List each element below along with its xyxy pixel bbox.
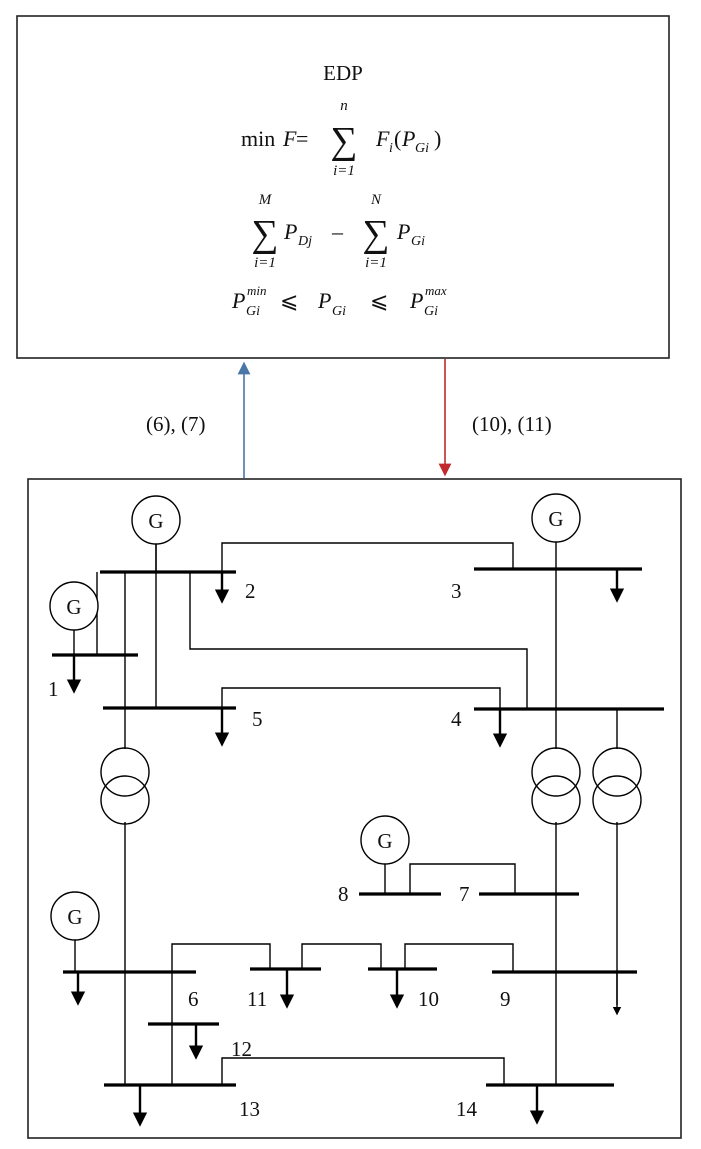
grid-box: [27, 478, 682, 1139]
bus-label-11: 11: [247, 987, 267, 1011]
objective-sum-sign: ∑: [330, 120, 357, 162]
limits-min-sub: Gi: [246, 304, 260, 319]
limits-P-min: P: [231, 288, 245, 313]
limits-leq-1: ⩽: [280, 288, 298, 313]
transformer-5-6-upper: [100, 747, 150, 797]
objective-Fi: F: [375, 126, 390, 151]
balance-sum1-sign: ∑: [251, 213, 278, 255]
arrow-up-label: (6), (7): [146, 412, 205, 436]
generators: G G G G G: [49, 493, 581, 941]
bus-labels: 1 2 3 4 5 6 7 8 9 10 11 12 13 14: [48, 579, 511, 1121]
balance-P1-sub: Dj: [297, 234, 312, 249]
bus-label-8: 8: [338, 882, 349, 906]
generator-bus-8: G: [360, 815, 410, 865]
generator-bus-2: G: [131, 495, 181, 545]
generator-label: G: [66, 595, 81, 619]
bus-label-6: 6: [188, 987, 199, 1011]
branch-lines: [73, 540, 618, 1085]
objective-sum-upper: n: [340, 98, 348, 114]
objective-P: P: [401, 126, 415, 151]
edp-limits: P min Gi ⩽ P Gi ⩽ P max Gi: [231, 283, 447, 319]
edp-title: EDP: [323, 61, 363, 85]
bus-label-9: 9: [500, 987, 511, 1011]
balance-minus: –: [331, 219, 344, 244]
generator-label: G: [148, 509, 163, 533]
bus-label-7: 7: [459, 882, 470, 906]
limits-mid-sub: Gi: [332, 304, 346, 319]
edp-objective: min F = n ∑ i=1 F i ( P Gi ): [241, 98, 441, 179]
objective-eq: =: [296, 126, 308, 151]
objective-Fi-sub: i: [389, 141, 393, 156]
bus-label-14: 14: [456, 1097, 478, 1121]
balance-sum1-upper: M: [258, 192, 273, 208]
transformer-4-7-upper: [592, 747, 642, 797]
generator-label: G: [377, 829, 392, 853]
balance-P2-sub: Gi: [411, 234, 425, 249]
bus-label-5: 5: [252, 707, 263, 731]
balance-sum2-upper: N: [370, 192, 382, 208]
objective-sum-lower: i=1: [333, 163, 355, 179]
generator-bus-1: G: [49, 581, 99, 631]
objective-paren-open: (: [394, 126, 401, 151]
objective-min: min: [241, 126, 275, 151]
generator-label: G: [67, 905, 82, 929]
limits-max-sub: Gi: [424, 304, 438, 319]
transformer-4-9-upper: [531, 747, 581, 797]
bus-label-1: 1: [48, 677, 59, 701]
generator-bus-6: G: [50, 891, 100, 941]
bus-label-3: 3: [451, 579, 462, 603]
transformer-4-7-lower: [592, 775, 642, 825]
limits-min-sup: min: [247, 283, 267, 298]
objective-F: F: [282, 126, 297, 151]
bus-label-12: 12: [231, 1037, 252, 1061]
balance-P2: P: [396, 219, 410, 244]
transformer-4-9-lower: [531, 775, 581, 825]
objective-P-sub: Gi: [415, 141, 429, 156]
generator-label: G: [548, 507, 563, 531]
arrow-down-label: (10), (11): [472, 412, 552, 436]
limits-P-mid: P: [317, 288, 331, 313]
limits-leq-2: ⩽: [370, 288, 388, 313]
bus-label-4: 4: [451, 707, 462, 731]
loads: [66, 569, 625, 1127]
limits-max-sup: max: [425, 283, 447, 298]
balance-sum1-lower: i=1: [254, 255, 276, 271]
balance-P1: P: [283, 219, 297, 244]
buses: [52, 567, 664, 1087]
transformer-5-6-lower: [100, 775, 150, 825]
transformers: [100, 747, 642, 825]
balance-sum2-lower: i=1: [365, 255, 387, 271]
limits-P-max: P: [409, 288, 423, 313]
bus-label-2: 2: [245, 579, 256, 603]
generator-bus-3: G: [531, 493, 581, 543]
edp-box: [16, 15, 670, 359]
edp-balance: M ∑ i=1 P Dj – N ∑ i=1 P Gi: [251, 192, 425, 271]
objective-paren-close: ): [434, 126, 441, 151]
bus-label-10: 10: [418, 987, 439, 1011]
balance-sum2-sign: ∑: [362, 213, 389, 255]
bus-label-13: 13: [239, 1097, 260, 1121]
